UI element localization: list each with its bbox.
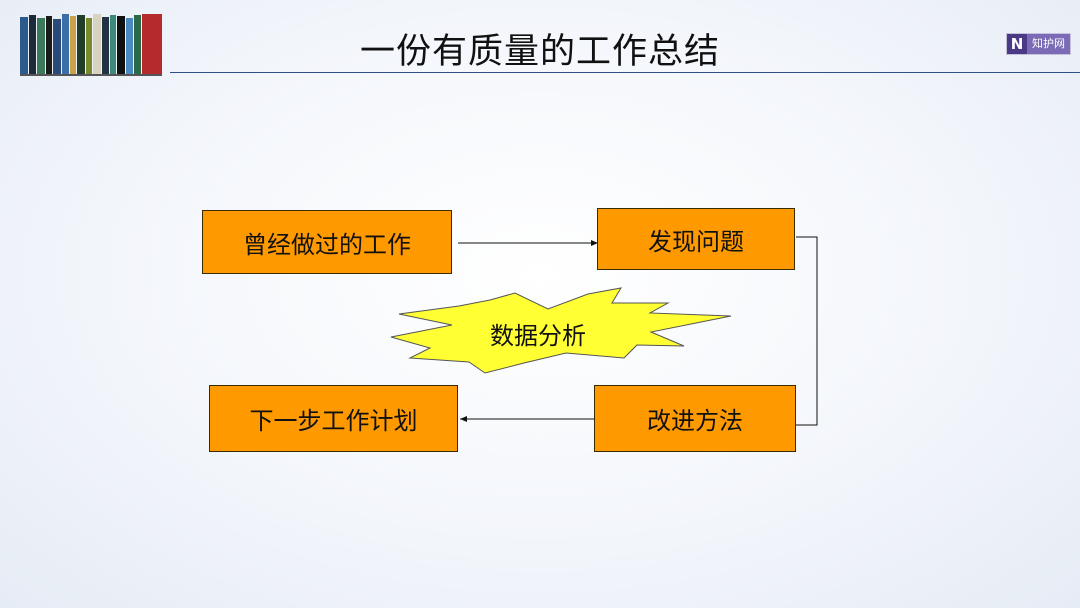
starburst-icon: [390, 287, 732, 374]
brand-badge: N 知护网: [1006, 33, 1071, 55]
node-find-problems: 发现问题: [597, 208, 795, 270]
node-past-work: 曾经做过的工作: [202, 210, 452, 274]
center-label: 数据分析: [490, 322, 586, 350]
brand-badge-letter: N: [1007, 34, 1027, 54]
bracket-connector: [796, 236, 818, 426]
title-divider: [170, 72, 1080, 73]
page-title: 一份有质量的工作总结: [359, 32, 720, 72]
node-next-plan: 下一步工作计划: [209, 385, 458, 452]
brand-badge-text: 知护网: [1027, 34, 1070, 54]
node-improve-methods: 改进方法: [594, 385, 796, 452]
books-logo-icon: [20, 14, 162, 76]
